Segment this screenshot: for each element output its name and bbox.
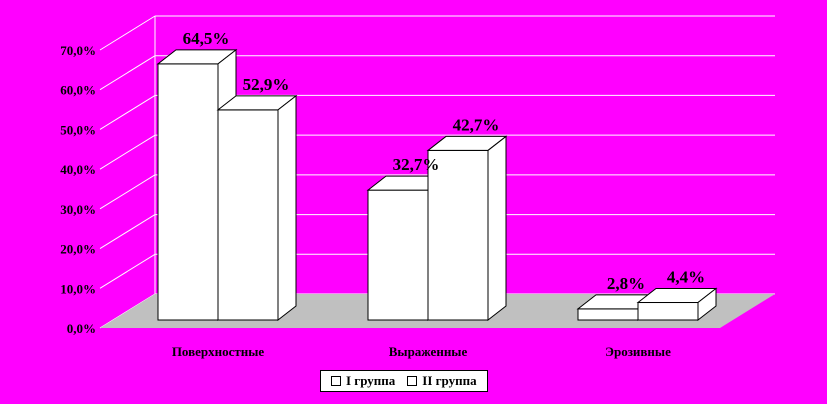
bar-front <box>217 109 279 321</box>
x-axis-categories: Поверхностные Выраженные Эрозивные <box>172 344 671 359</box>
bar-front <box>637 302 699 321</box>
bar-front <box>157 63 219 321</box>
data-label: 64,5% <box>183 29 230 48</box>
y-tick-label: 50,0% <box>60 122 96 137</box>
gridline-diagonal-6 <box>99 55 156 91</box>
gridline-diagonal-7 <box>99 15 156 51</box>
bar-front <box>427 149 489 321</box>
legend-label-series-2: II группа <box>422 373 477 388</box>
legend-item-series-1: I группа <box>331 373 395 389</box>
y-tick-label: 0,0% <box>67 321 96 336</box>
y-tick-label: 70,0% <box>60 43 96 58</box>
x-category-label: Выраженные <box>389 344 468 359</box>
gridline-diagonal-1 <box>99 253 156 289</box>
legend-label-series-1: I группа <box>346 373 396 388</box>
data-label: 2,8% <box>607 274 645 293</box>
data-label: 4,4% <box>667 268 705 287</box>
data-label: 32,7% <box>393 155 440 174</box>
y-tick-label: 10,0% <box>60 281 96 296</box>
data-labels-layer: 64,5% 52,9% 32,7% 42,7% 2,8% 4,4% <box>183 29 706 293</box>
y-axis-ticks: 0,0% 10,0% 20,0% 30,0% 40,0% 50,0% 60,0% 70,0% <box>60 43 96 336</box>
bar-side <box>277 94 297 322</box>
bars-layer <box>156 48 718 322</box>
y-tick-label: 40,0% <box>60 162 96 177</box>
gridline-diagonal-5 <box>99 95 156 130</box>
y-tick-label: 20,0% <box>60 242 96 257</box>
data-label: 42,7% <box>453 115 500 134</box>
y-tick-label: 30,0% <box>60 202 96 217</box>
legend-swatch-series-1 <box>331 376 341 386</box>
gridline-diagonal-4 <box>99 134 156 170</box>
gridline-diagonal-3 <box>99 174 156 210</box>
bar-front <box>577 308 639 321</box>
x-category-label: Эрозивные <box>605 344 671 359</box>
bar-side <box>487 135 507 322</box>
bar-front <box>367 189 429 321</box>
bar-side <box>697 287 717 322</box>
y-tick-label: 60,0% <box>60 83 96 98</box>
legend-swatch-series-2 <box>407 376 418 386</box>
data-label: 52,9% <box>243 75 290 94</box>
x-category-label: Поверхностные <box>172 344 265 359</box>
legend-item-series-2: II группа <box>407 373 477 389</box>
legend: I группа II группа <box>320 370 488 392</box>
gridline-diagonal-2 <box>99 214 156 249</box>
